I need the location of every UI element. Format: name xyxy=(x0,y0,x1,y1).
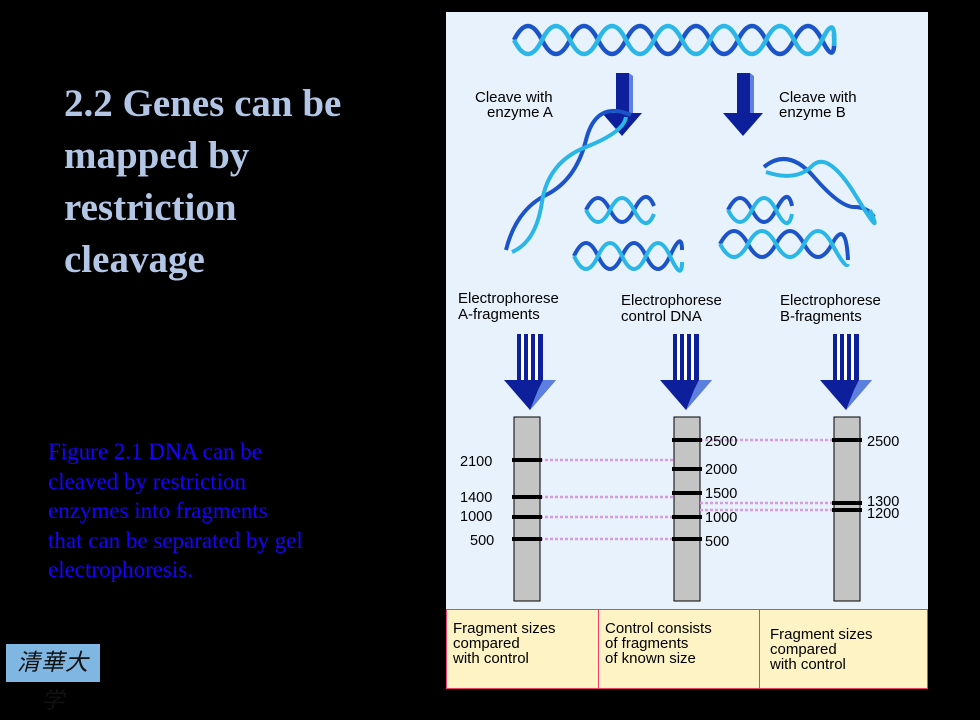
cleave-arrow-a-icon xyxy=(602,73,642,136)
box-fragment-sizes-b: Fragment sizes compared with control xyxy=(759,609,928,689)
size-label: 2500 xyxy=(705,434,737,450)
size-label: 2000 xyxy=(705,462,737,478)
figure-diagram: Cleave with enzyme A Cleave with enzyme … xyxy=(458,23,899,602)
size-label: 1500 xyxy=(705,486,737,502)
size-label: 500 xyxy=(470,533,494,549)
lane-b-bands xyxy=(832,438,862,512)
size-label: 500 xyxy=(705,534,729,550)
box-line: of fragments xyxy=(605,635,689,652)
size-label: 2500 xyxy=(867,434,899,450)
size-label: 1000 xyxy=(460,509,492,525)
band xyxy=(672,515,702,519)
caption-line: electrophoresis. xyxy=(48,557,193,582)
slide: 2.2 Genes can be mapped by restriction c… xyxy=(6,12,928,714)
comparison-dashed-lines xyxy=(540,438,834,541)
box-line: Control consists xyxy=(605,620,712,637)
size-label: 1200 xyxy=(867,506,899,522)
lane-control-bands xyxy=(672,438,702,541)
electrophorese-b-label: Electrophorese B-fragments xyxy=(780,292,885,325)
figure-caption: Figure 2.1 DNA can be cleaved by restric… xyxy=(48,437,418,585)
title-line: restriction xyxy=(64,186,237,229)
band xyxy=(672,467,702,471)
enzyme-b-fragments-icon xyxy=(718,157,877,267)
electrophorese-control-label: Electrophorese control DNA xyxy=(621,292,726,325)
gel-lane-a xyxy=(513,416,541,602)
size-label: 1300 xyxy=(867,494,899,510)
size-label: 1400 xyxy=(460,490,492,506)
box-line: Fragment sizes xyxy=(453,620,556,637)
tsinghua-logo: 清華大学 xyxy=(6,644,100,714)
caption-line: Figure 2.1 DNA can be xyxy=(48,439,262,464)
cleave-a-label: Cleave with enzyme A xyxy=(475,89,557,121)
electrophorese-arrow-b-icon xyxy=(820,334,872,410)
caption-line: cleaved by restriction xyxy=(48,468,246,494)
enzyme-a-fragments-icon xyxy=(504,109,684,273)
box-line: with control xyxy=(770,656,846,673)
title-line: mapped by xyxy=(64,134,250,177)
band xyxy=(512,537,542,541)
band xyxy=(672,537,702,541)
restriction-mapping-figure: Cleave with enzyme A Cleave with enzyme … xyxy=(446,12,928,689)
band xyxy=(512,515,542,519)
gel-lane-control xyxy=(673,416,701,602)
electrophorese-a-label: Electrophorese A-fragments xyxy=(458,290,563,323)
box-line: with control xyxy=(453,650,529,667)
box-line: Fragment sizes xyxy=(770,626,873,643)
caption-line: enzymes into fragments xyxy=(48,498,268,523)
lane-a-bands xyxy=(512,458,542,541)
box-line: of known size xyxy=(605,650,696,667)
size-label: 1000 xyxy=(705,510,737,526)
band xyxy=(512,458,542,462)
box-control-known-size: Control consists of fragments of known s… xyxy=(598,609,761,689)
electrophorese-arrow-control-icon xyxy=(660,334,712,410)
band xyxy=(832,508,862,512)
cleave-arrow-b-icon xyxy=(723,73,763,136)
band xyxy=(832,501,862,505)
band xyxy=(512,495,542,499)
band xyxy=(672,438,702,442)
box-line: compared xyxy=(770,641,837,658)
slide-title: 2.2 Genes can be mapped by restriction c… xyxy=(64,78,424,286)
title-line: 2.2 Genes can be xyxy=(64,82,342,125)
size-label: 2100 xyxy=(460,454,492,470)
title-line: cleavage xyxy=(64,238,205,281)
logo-text: 清華大学 xyxy=(17,650,89,714)
box-line: compared xyxy=(453,635,520,652)
band xyxy=(832,438,862,442)
dna-helix-icon xyxy=(511,23,837,57)
caption-line: that can be separated by gel xyxy=(48,527,303,553)
electrophorese-arrow-a-icon xyxy=(504,334,556,410)
cleave-b-label: Cleave with enzyme B xyxy=(779,89,861,121)
band xyxy=(672,491,702,495)
box-fragment-sizes-a: Fragment sizes compared with control xyxy=(446,609,600,689)
